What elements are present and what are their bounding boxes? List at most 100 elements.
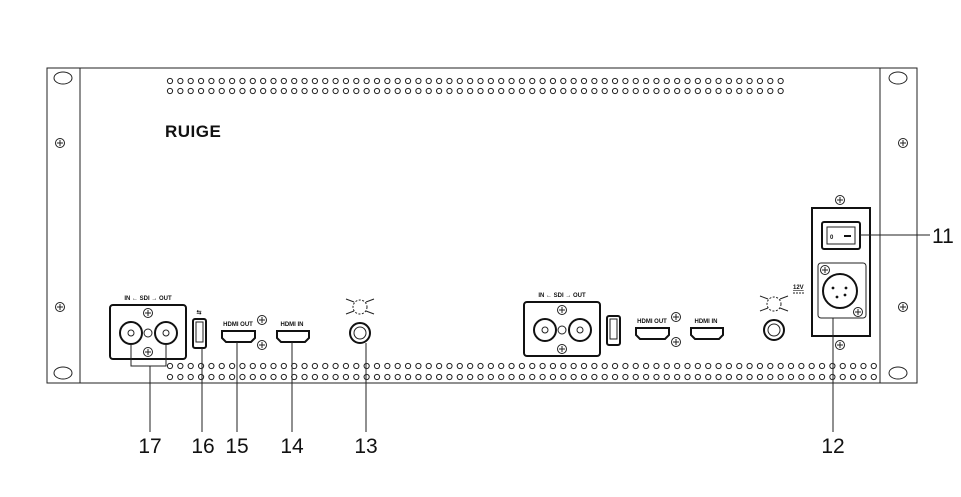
vent-hole (736, 373, 743, 381)
vent-hole (839, 373, 846, 381)
vent-hole (363, 87, 370, 95)
xlr-pin (844, 286, 848, 290)
screw-icon (257, 315, 267, 325)
vent-hole (498, 87, 505, 95)
vent-hole (311, 362, 318, 370)
rack-slot-icon (53, 366, 73, 380)
vent-hole (249, 77, 256, 85)
tally-connector-inner (767, 323, 781, 337)
vent-hole (632, 87, 639, 95)
vent-hole (694, 362, 701, 370)
screws (55, 138, 908, 357)
vent-hole (477, 373, 484, 381)
vent-hole (394, 77, 401, 85)
sdi-out-bnc-icon (568, 318, 592, 342)
vent-hole (467, 87, 474, 95)
screw-icon (143, 308, 153, 318)
vent-hole (808, 373, 815, 381)
vent-hole (643, 77, 650, 85)
vent-hole (373, 373, 381, 381)
vent-hole (705, 362, 712, 370)
usb-port (192, 318, 207, 349)
vent-hole (280, 362, 287, 370)
vent-hole (694, 87, 701, 95)
vent-hole (487, 77, 494, 85)
vent-hole (580, 87, 588, 95)
vent-hole (508, 373, 515, 381)
vent-hole (549, 362, 557, 370)
vent-hole (291, 77, 298, 85)
callout-17: 17 (138, 435, 161, 458)
xlr-plate (817, 262, 867, 319)
vent-hole (725, 87, 733, 95)
vent-hole (404, 373, 412, 381)
hdmi-out-port (635, 327, 670, 340)
vent-hole (601, 373, 608, 381)
vent-hole (363, 373, 370, 381)
vent-hole (684, 87, 691, 95)
brand-logo: RUIGE (165, 122, 221, 141)
tally-connector-inner (353, 326, 367, 340)
vent-hole (166, 362, 174, 370)
vent-hole (529, 373, 536, 381)
vent-hole (518, 373, 526, 381)
vent-hole (477, 77, 484, 85)
vent-hole (601, 87, 608, 95)
vent-hole (249, 373, 256, 381)
hdmi-out-label: HDMI OUT (637, 319, 667, 325)
vent-hole (291, 87, 298, 95)
vent-hole (415, 77, 422, 85)
vent-hole (436, 373, 443, 381)
vent-hole (653, 77, 660, 85)
screw-icon (257, 340, 267, 350)
vent-hole (467, 362, 474, 370)
bnc-pin-icon (576, 326, 584, 334)
vent-hole (322, 373, 329, 381)
vent-hole (560, 77, 567, 85)
vent-hole (404, 87, 412, 95)
vent-hole (249, 362, 256, 370)
vent-hole (487, 362, 494, 370)
vent-hole (373, 77, 381, 85)
vent-hole (498, 362, 505, 370)
vent-hole (467, 77, 474, 85)
vent-hole (529, 87, 536, 95)
vent-hole (591, 362, 598, 370)
vent-hole (539, 77, 546, 85)
vent-hole (715, 362, 722, 370)
vent-hole (580, 77, 588, 85)
vent-hole (197, 77, 205, 85)
vent-hole (591, 373, 598, 381)
callout-15: 15 (225, 435, 248, 458)
bnc-pin-icon (541, 326, 549, 334)
sdi-label: IN ← SDI → OUT (538, 293, 586, 299)
rack-slot-icon (888, 71, 908, 85)
xlr-pin (843, 293, 847, 297)
usb-port-inner (609, 318, 618, 340)
tally-pinout-icon (345, 298, 375, 315)
vent-hole (425, 362, 432, 370)
vent-hole (270, 77, 277, 85)
vent-hole (632, 373, 639, 381)
vent-hole (229, 77, 236, 85)
vent-hole (456, 362, 463, 370)
vent-hole (756, 373, 764, 381)
callout-11: 11 (932, 225, 954, 248)
vent-hole (332, 77, 339, 85)
vent-hole (839, 362, 846, 370)
vent-hole (663, 362, 670, 370)
vent-hole (725, 373, 733, 381)
vent-hole (229, 362, 236, 370)
vent-hole (674, 362, 681, 370)
panel-outline (46, 67, 918, 384)
vent-hole (601, 362, 608, 370)
bnc-pin-icon (127, 329, 135, 337)
vent-hole (756, 87, 764, 95)
vent-hole (456, 373, 463, 381)
vent-hole (808, 362, 815, 370)
screw-icon (143, 347, 153, 357)
vent-hole (736, 362, 743, 370)
sdi-label: IN ← SDI → OUT (124, 296, 172, 302)
vent-hole (322, 77, 329, 85)
